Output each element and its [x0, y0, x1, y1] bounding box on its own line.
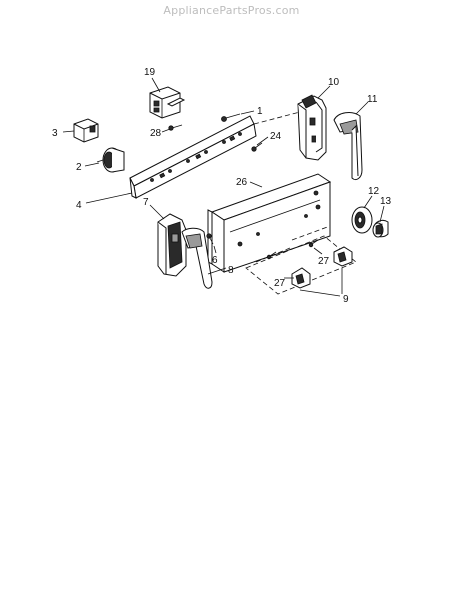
part-1-screw — [221, 113, 241, 122]
leader-11 — [355, 101, 369, 115]
callout-26: 26 — [236, 177, 248, 188]
callout-1: 1 — [257, 106, 263, 117]
leader-4 — [85, 192, 133, 204]
callout-24: 24 — [270, 131, 282, 142]
leader-28 — [161, 128, 171, 133]
callout-19: 19 — [144, 67, 156, 78]
leader-12 — [363, 195, 373, 209]
part-11-right-trim — [333, 112, 363, 181]
part-26-console-panel — [207, 173, 332, 273]
part-6-screw — [206, 233, 214, 245]
leader-7 — [149, 204, 165, 220]
part-3-switch — [73, 118, 99, 143]
part-28-screw — [168, 124, 183, 131]
leader-9-a — [299, 289, 341, 297]
leader-2 — [84, 162, 100, 167]
part-12-knob-base — [351, 206, 373, 234]
part-24-screw — [251, 142, 263, 152]
callout-11: 11 — [367, 94, 378, 105]
leader-24 — [256, 136, 269, 146]
leader-13 — [379, 205, 385, 223]
part-10-right-end-cap — [297, 94, 327, 161]
part-9-switch-assembly — [245, 225, 357, 295]
part-19-connector — [149, 86, 186, 119]
callout-12: 12 — [368, 186, 380, 197]
leader-1 — [240, 110, 255, 115]
watermark: AppliancePartsPros.com — [163, 4, 300, 17]
callout-4: 4 — [76, 200, 82, 211]
callout-2: 2 — [76, 162, 82, 173]
callout-8: 8 — [228, 265, 234, 276]
part-8-left-trim — [181, 227, 213, 289]
leader-10 — [317, 85, 331, 99]
callout-27-lower: 27 — [274, 278, 286, 289]
callout-9: 9 — [343, 294, 349, 305]
part-13-knob — [372, 219, 389, 238]
leader-19 — [151, 77, 161, 93]
callout-6: 6 — [212, 255, 218, 266]
callout-7: 7 — [143, 197, 149, 208]
callout-27-upper: 27 — [318, 256, 330, 267]
leader-6 — [213, 245, 217, 254]
leader-27-upper — [313, 247, 323, 255]
leader-26 — [249, 181, 263, 188]
leader-3 — [62, 130, 75, 133]
part-7-left-end-cap — [157, 213, 187, 277]
part-2-rotary-switch — [96, 147, 125, 173]
callout-28: 28 — [150, 128, 162, 139]
callout-13: 13 — [380, 196, 392, 207]
leader-8 — [207, 267, 227, 275]
callout-3: 3 — [52, 128, 58, 139]
callout-10: 10 — [328, 77, 340, 88]
